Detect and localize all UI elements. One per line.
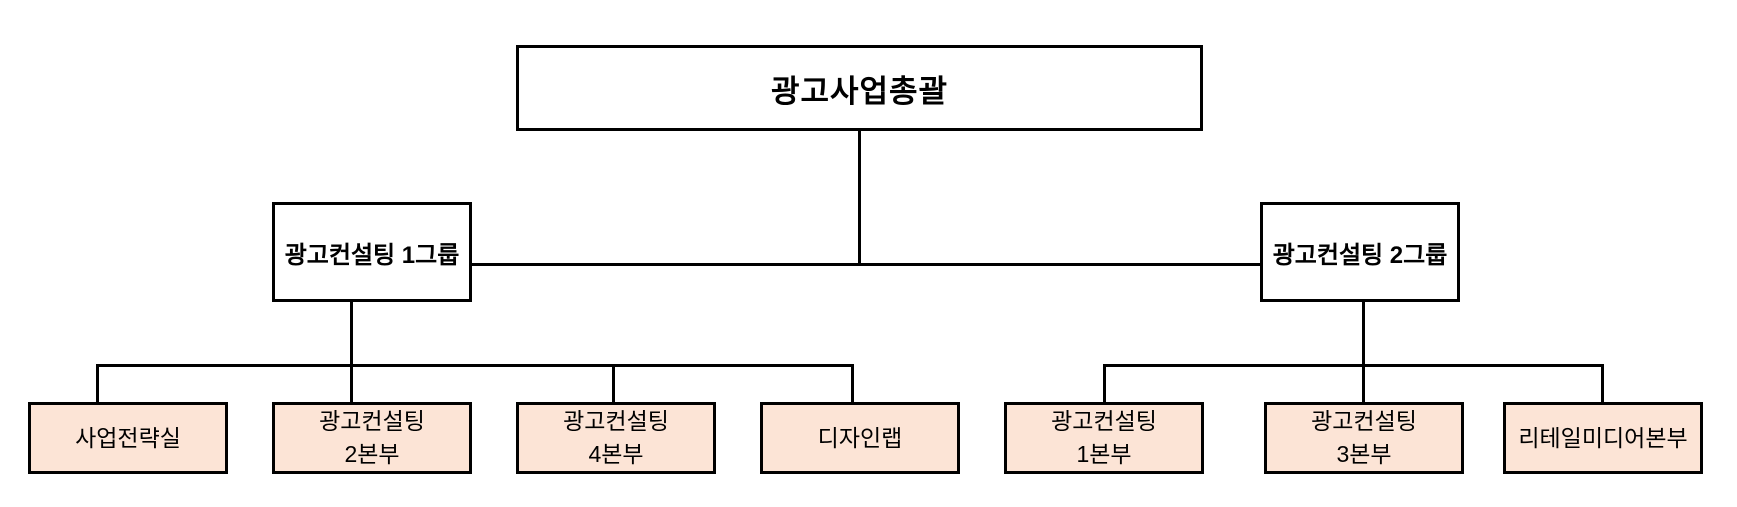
node-ad-consulting-div4: 광고컨설팅 4본부 bbox=[516, 402, 716, 474]
connector-drop-design-lab bbox=[851, 364, 854, 402]
node-label: 사업전략실 bbox=[75, 424, 181, 451]
node-label: 광고컨설팅 3본부 bbox=[1311, 408, 1417, 467]
node-label: 광고컨설팅 1그룹 bbox=[284, 241, 460, 269]
connector-right-rail bbox=[1103, 364, 1604, 367]
node-retail-media-division: 리테일미디어본부 bbox=[1503, 402, 1703, 474]
connector-drop-div1 bbox=[1103, 364, 1106, 402]
node-label: 광고사업총괄 bbox=[770, 73, 949, 109]
connector-group2-drop bbox=[1362, 302, 1365, 402]
connector-mid-rail bbox=[470, 263, 1262, 266]
node-ad-consulting-group2: 광고컨설팅 2그룹 bbox=[1260, 202, 1460, 302]
node-design-lab: 디자인랩 bbox=[760, 402, 960, 474]
node-ad-consulting-div2: 광고컨설팅 2본부 bbox=[272, 402, 472, 474]
node-ad-consulting-div1: 광고컨설팅 1본부 bbox=[1004, 402, 1204, 474]
connector-left-rail bbox=[96, 364, 854, 367]
node-label: 광고컨설팅 2본부 bbox=[319, 408, 425, 467]
connector-root-drop bbox=[858, 131, 861, 266]
node-label: 디자인랩 bbox=[817, 424, 903, 451]
connector-drop-retail-media bbox=[1601, 364, 1604, 402]
node-ad-consulting-group1: 광고컨설팅 1그룹 bbox=[272, 202, 472, 302]
node-label: 광고컨설팅 1본부 bbox=[1051, 408, 1157, 467]
node-label: 광고컨설팅 4본부 bbox=[563, 408, 669, 467]
connector-drop-strategy-office bbox=[96, 364, 99, 402]
node-label: 광고컨설팅 2그룹 bbox=[1272, 241, 1448, 269]
node-ad-consulting-div3: 광고컨설팅 3본부 bbox=[1264, 402, 1464, 474]
node-ad-business-head: 광고사업총괄 bbox=[516, 45, 1203, 131]
node-label: 리테일미디어본부 bbox=[1518, 424, 1688, 451]
node-business-strategy-office: 사업전략실 bbox=[28, 402, 228, 474]
connector-group1-drop bbox=[350, 302, 353, 402]
connector-drop-div4 bbox=[612, 364, 615, 402]
